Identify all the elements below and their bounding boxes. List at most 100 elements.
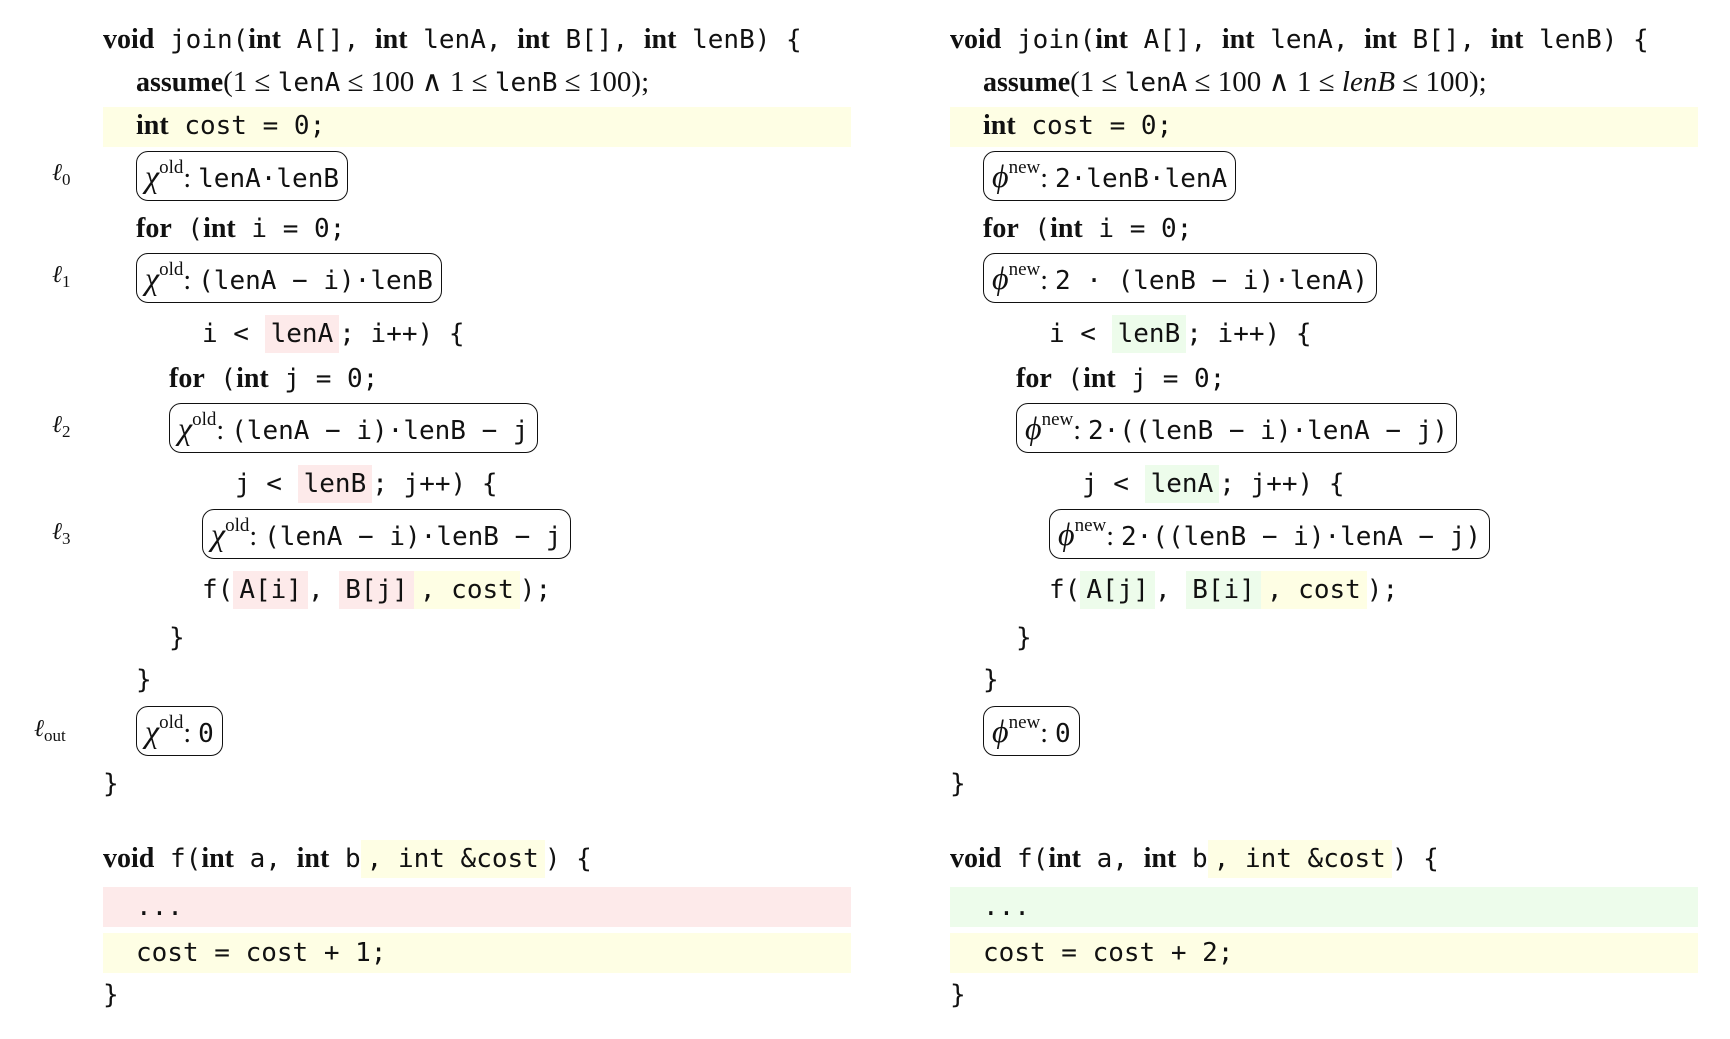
keyword: void [103,24,155,55]
code-token: ( [1051,364,1084,394]
potential-superscript: old [225,515,250,536]
potential-superscript: new [1074,515,1107,536]
label-base: ℓ [52,160,62,186]
potential-box-l3: χold: (lenA − i)·lenB − j [202,509,571,559]
math-token: (1 ≤ [223,66,278,98]
call-f-line: f(A[i], B[j], cost); [202,569,551,611]
code-token: ( [204,364,237,394]
keyword: void [103,843,155,874]
code-token: cost = 0; [168,111,326,141]
code-token: join( [1001,25,1096,55]
inner-for-init: for (int j = 0; [1016,358,1225,400]
keyword: assume [983,67,1071,98]
added-highlight-token: lenA [1144,465,1220,503]
keyword: int [517,24,550,55]
code-token: f( [1001,844,1049,874]
keyword: int [1095,24,1128,55]
brace: } [103,769,119,799]
cost-update: cost = cost + 2; [983,938,1234,968]
code-token: j < [1082,469,1145,499]
potential-symbol: ϕ [992,158,1009,194]
colon-separator: : [216,415,232,446]
potential-box-l2: χold: (lenA − i)·lenB − j [169,403,538,453]
brace: } [950,980,966,1010]
code-token: b [1176,844,1208,874]
keyword: int [248,24,281,55]
f-close-brace: } [103,974,119,1016]
code-token: ; i++) { [339,319,465,349]
inner-for-cond: j < lenA; j++) { [1082,463,1344,505]
code-token: cost = 0; [1015,111,1173,141]
potential-symbol: χ [145,260,160,296]
old-program-panel: void join(int A[], int lenA, int B[], in… [103,0,873,1039]
code-token: lenA, [407,25,518,55]
label-sub: 3 [62,529,71,548]
math-token: ≤ 100 ∧ 1 ≤ [1187,66,1342,98]
code-token: ); [1366,575,1399,605]
keyword: int [1050,213,1083,244]
potential-symbol: ϕ [992,260,1009,296]
cost-init-highlight [103,107,851,147]
colon-separator: : [1106,521,1121,552]
potential-superscript: old [159,712,184,733]
changed-highlight-token: , cost [1260,571,1367,609]
potential-box-lout: ϕnew: 0 [983,706,1080,756]
outer-for-cond: i < lenB; i++) { [1049,313,1311,355]
cost-init-line: int cost = 0; [136,105,325,147]
f-signature: void f(int a, int b, int &cost) { [103,838,592,880]
changed-highlight-token: , int &cost [1207,840,1392,878]
keyword: int [296,843,330,874]
potential-expression: 0 [1055,719,1071,749]
keyword: int [236,363,269,394]
potential-superscript: new [1008,259,1041,280]
potential-box-l1: ϕnew: 2 · (lenB − i)·lenA) [983,253,1378,303]
label-sub: 0 [62,170,71,189]
potential-expression: (lenA − i)·lenB − j [264,522,562,552]
potential-box-lout: χold: 0 [136,706,223,756]
keyword: for [1016,363,1052,394]
potential-expression: lenA·lenB [198,164,340,194]
potential-superscript: old [159,157,184,178]
keyword: void [950,843,1002,874]
potential-box-l2: ϕnew: 2·((lenB − i)·lenA − j) [1016,403,1458,453]
code-token: lenA, [1254,25,1365,55]
keyword: int [643,24,677,55]
code-token: ) { [544,844,592,874]
code-token: i < [202,319,265,349]
colon-separator: : [249,521,265,552]
cost-init-highlight [950,107,1698,147]
code-token: j = 0; [1115,364,1226,394]
removed-highlight-token: A[i] [233,571,308,609]
label-base: ℓ [52,519,62,545]
close-join-brace: } [950,763,966,805]
cost-update-highlight [103,933,851,973]
potential-superscript: new [1008,712,1041,733]
inner-for-cond: j < lenB; j++) { [235,463,497,505]
colon-separator: : [183,718,199,749]
colon-separator: : [1073,415,1088,446]
math-token: ≤ 100); [1395,66,1487,98]
code-token: j < [235,469,298,499]
code-token: a, [234,844,297,874]
cost-update-highlight [950,933,1698,973]
code-token: j = 0; [268,364,379,394]
keyword: int [1048,843,1082,874]
keyword: int [1221,24,1255,55]
potential-expression: (lenA − i)·lenB [198,266,433,296]
location-label-l3: ℓ3 [52,519,71,548]
potential-superscript: old [159,259,184,280]
code-token: , [1154,575,1187,605]
added-highlight-token: B[i] [1186,571,1261,609]
ellipsis-removed-highlight [103,887,851,927]
code-token: i < [1049,319,1112,349]
code-token: f( [154,844,202,874]
code-token: ( [171,214,204,244]
potential-box-l0: χold: lenA·lenB [136,151,349,201]
brace: } [103,980,119,1010]
colon-separator: : [1040,163,1055,194]
removed-highlight-token: lenA [264,315,340,353]
keyword: int [201,843,235,874]
code-token: ; j++) { [372,469,498,499]
brace: } [983,665,999,695]
math-token: ≤ 100 ∧ 1 ≤ [340,66,495,98]
